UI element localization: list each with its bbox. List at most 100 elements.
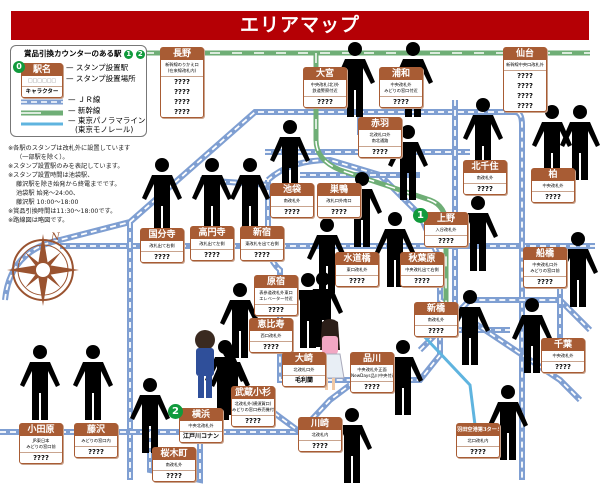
- stamp-location: 北口改札内: [457, 436, 499, 447]
- station-新橋: 新橋南改札外????: [414, 302, 458, 337]
- stamp-code: ????: [174, 88, 190, 96]
- person-silhouette-icon: [130, 378, 170, 453]
- person-silhouette-icon: [450, 290, 490, 365]
- stamp-code: ????: [312, 442, 328, 450]
- station-name: 藤沢: [75, 424, 117, 436]
- station-name: 長野: [161, 48, 203, 60]
- jr-line-dash: [439, 299, 581, 401]
- stamp-code: ????: [372, 148, 388, 156]
- stamp-location-line: 入谷改札外: [435, 227, 457, 232]
- station-name: 大崎: [283, 353, 325, 365]
- stamp-location-line: 中央改札外: [390, 82, 412, 87]
- legend-monorail-sub: (東京モノレール): [75, 125, 134, 134]
- station-name: 新橋: [415, 303, 457, 315]
- station-高円寺: 高円寺改札出て左側????: [190, 226, 234, 261]
- station-赤羽: 赤羽北改札口外南北通路????: [358, 117, 402, 158]
- person-silhouette-icon: [532, 105, 572, 180]
- station-仙台: 仙台新幹線中央口改札外????????????????: [503, 47, 547, 112]
- stamp-location-line: 中央改札外: [552, 353, 574, 358]
- prize-counter-badge-icon: 1: [413, 208, 428, 223]
- compass-icon: N: [7, 232, 79, 306]
- stamp-code: ????: [364, 383, 380, 391]
- station-柏: 柏中央改札外????: [531, 168, 575, 203]
- person-silhouette-icon: [73, 345, 113, 420]
- stamp-code: ????: [174, 78, 190, 86]
- stamp-location-line: (在来線改札内): [167, 68, 197, 73]
- stamp-code: ????: [470, 448, 486, 456]
- stamp-code: ????: [349, 277, 365, 285]
- station-藤沢: 藤沢みどりの窓口内????: [74, 423, 118, 458]
- legend-line-samples: [21, 99, 63, 126]
- stamp-location: 南改札外: [415, 315, 457, 326]
- person-silhouette-icon: [335, 42, 375, 117]
- stamp-code: ????: [245, 417, 261, 425]
- stamp-location: 改札口外南口: [318, 196, 360, 207]
- person-silhouette-icon: [458, 196, 498, 271]
- person-silhouette-icon: [220, 283, 260, 358]
- person-silhouette-icon: [20, 345, 60, 420]
- badge-1-icon: 1: [124, 50, 134, 59]
- notes: ※各駅のスタンプは改札外に設置しています（一部駅を除く）。※スタンプ設置駅のみを…: [8, 144, 138, 225]
- station-name: 赤羽: [359, 118, 401, 130]
- station-水道橋: 水道橋東口改札外????: [335, 252, 379, 287]
- station-大宮: 大宮中央改札(北)外鉄道警察付近????: [303, 67, 347, 108]
- stamp-location-line: みどりの窓口付近: [384, 88, 418, 93]
- stamp-location: 中央改札外: [532, 181, 574, 192]
- stamp-location-line: 中央改札外正面: [357, 367, 387, 372]
- station-武蔵小杉: 武蔵小杉北改札外(横須賀口)みどりの窓口券売機付近????: [231, 386, 275, 427]
- stamp-location-line: 東口改札外: [346, 267, 368, 272]
- stamp-code: ????: [88, 448, 104, 456]
- stamp-location: 北改札内: [299, 430, 341, 441]
- stamp-location: 北改札口外: [283, 365, 325, 376]
- stamp-location: 表参道改札外東口エレベーター付近: [255, 288, 297, 305]
- station-川崎: 川崎北改札内????: [298, 417, 342, 452]
- badge-2-icon: 2: [135, 50, 145, 59]
- stamp-location: 新幹線中央口改札外: [504, 60, 546, 71]
- station-秋葉原: 秋葉原中央改札出て右側????: [400, 252, 444, 287]
- stamp-code: ????: [428, 327, 444, 335]
- stamp-location: 中央改札外: [542, 351, 584, 362]
- note-line: ※路線図は略図です。: [8, 217, 69, 224]
- station-name: 上野: [425, 213, 467, 225]
- stamp-location-line: みどりの窓口内: [81, 438, 111, 443]
- station-name: 原宿: [255, 276, 297, 288]
- station-国分寺: 国分寺改札出て右側????: [140, 228, 184, 263]
- stamp-location-line: 中央改札外: [542, 183, 564, 188]
- station-恵比寿: 恵比寿西口改札外????: [249, 318, 293, 353]
- station-name: 高円寺: [191, 227, 233, 239]
- note-line: （一部駅を除く）。: [16, 154, 69, 161]
- stamp-code: ????: [254, 251, 270, 259]
- stamp-location-line: NewDays品川中央付近: [351, 373, 393, 378]
- character-name: 江戸川コナン: [182, 433, 219, 440]
- station-name: 羽田空港第3ターミナル: [457, 424, 499, 436]
- station-name: 池袋: [271, 184, 313, 196]
- stamp-location: 南改札外: [271, 196, 313, 207]
- station-池袋: 池袋南改札外????: [270, 183, 314, 218]
- note-line: 池袋駅 始発〜24:00、: [16, 190, 80, 197]
- station-新宿: 新宿東改札を出て右側????: [240, 226, 284, 261]
- station-name: 浦和: [380, 68, 422, 80]
- stamp-code: ????: [268, 306, 284, 314]
- jr-line-dash: [249, 384, 351, 434]
- station-name: 国分寺: [141, 229, 183, 241]
- legend: 賞品引換カウンターのある駅 1 2 0 駅名 □□□□□□ キャラクター — ス…: [10, 45, 147, 137]
- stamp-code: ????: [174, 108, 190, 116]
- character-name: 毛利蘭: [294, 377, 313, 384]
- stamp-location-line: 新幹線のりかえ口: [165, 62, 199, 67]
- legend-stamp-station: スタンプ設置駅: [75, 63, 129, 72]
- legend-jr-line: ＪＲ線: [77, 95, 101, 104]
- stamp-location: 南改札外: [464, 173, 506, 184]
- station-name: 北千住: [464, 161, 506, 173]
- sample-character: キャラクター: [25, 89, 59, 95]
- stamp-code: ????: [517, 82, 533, 90]
- person-silhouette-icon: [332, 408, 372, 483]
- stamp-location: 入谷改札外: [425, 225, 467, 236]
- stamp-location-line: 中央改札出て右側: [405, 267, 439, 272]
- stamp-location-line: 南改札外: [283, 198, 301, 203]
- stamp-location-line: 東改札を出て右側: [245, 241, 279, 246]
- sample-badge-icon: 0: [13, 61, 25, 73]
- stamp-location: JR東日本みどりの窓口前: [20, 436, 62, 453]
